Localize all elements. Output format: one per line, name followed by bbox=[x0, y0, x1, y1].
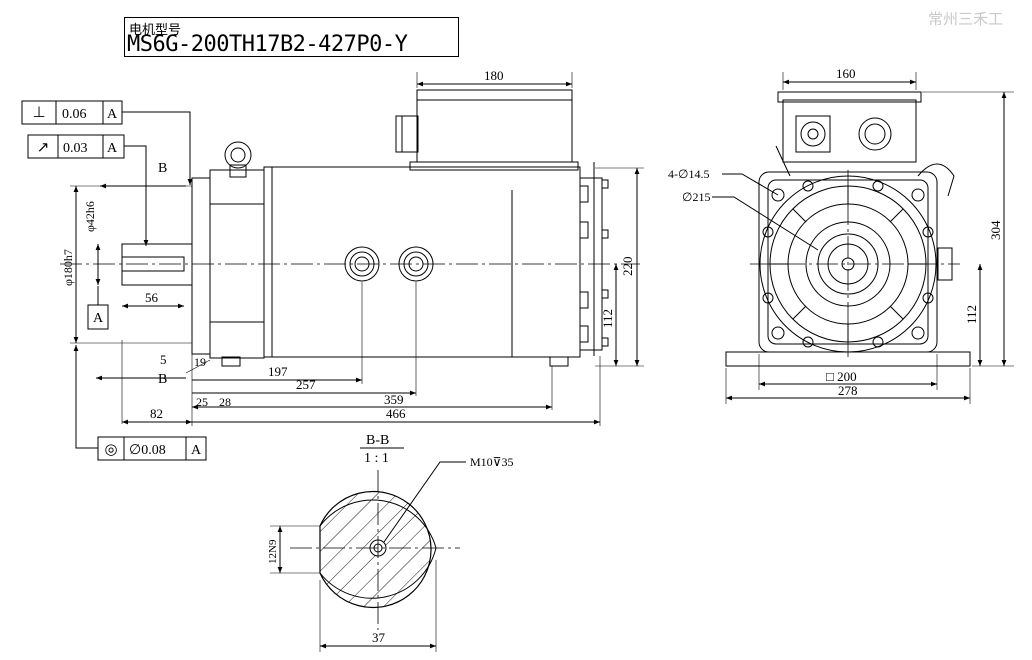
dim-359-label: 359 bbox=[384, 392, 404, 407]
tolerance-frame-perpendicularity: ⊥ 0.06 A bbox=[21, 100, 193, 185]
thread-label: M10⊽35 bbox=[470, 455, 513, 469]
tolerance-frame-concentricity: ◎ ∅0.08 A bbox=[73, 345, 207, 461]
terminal-box-width-label: 180 bbox=[484, 68, 504, 83]
runout-value: 0.03 bbox=[63, 141, 88, 156]
runout-datum: A bbox=[107, 141, 118, 156]
concentricity-symbol: ◎ bbox=[104, 442, 117, 458]
section-mark-top: B bbox=[158, 161, 167, 176]
flange-thk-label: 19 bbox=[194, 355, 206, 369]
front-center-112-label: 112 bbox=[964, 305, 979, 324]
datum-a-label: A bbox=[93, 311, 104, 326]
holes-label: 4-∅14.5 bbox=[668, 167, 709, 181]
key-width-label: 12N9 bbox=[267, 539, 279, 564]
model-number: MS6G-200TH17B2-427P0-Y bbox=[127, 32, 408, 57]
spigot-dia-label: φ180h7 bbox=[61, 249, 75, 286]
section-view: B-B 1 : 1 12N9 M10⊽35 37 bbox=[267, 433, 513, 652]
perpendicularity-symbol: ⊥ bbox=[32, 105, 45, 121]
watermark-text: 常州三禾工 bbox=[928, 10, 1004, 28]
dim-466-label: 466 bbox=[386, 406, 406, 421]
pcd-label: ∅215 bbox=[682, 190, 710, 204]
dim-197-label: 197 bbox=[268, 364, 288, 379]
base-width-label: 278 bbox=[838, 383, 858, 398]
section-scale: 1 : 1 bbox=[364, 451, 389, 466]
keyway-length-label: 56 bbox=[145, 290, 159, 305]
dim-82-label: 82 bbox=[150, 406, 163, 421]
section-diameter-label: 37 bbox=[372, 630, 386, 645]
height-220-label: 220 bbox=[620, 257, 635, 277]
box-width-label: 160 bbox=[836, 66, 856, 81]
base-square-label: □ 200 bbox=[826, 369, 857, 384]
side-view: ⊥ 0.06 A ↗ 0.03 A B bbox=[21, 68, 644, 461]
model-title-box: 电机型号 MS6G-200TH17B2-427P0-Y bbox=[124, 17, 459, 57]
shaft-step-label: 5 bbox=[160, 352, 167, 367]
runout-symbol: ↗ bbox=[37, 140, 50, 156]
shaft-dia-label: φ42h6 bbox=[83, 201, 97, 232]
height-304-label: 304 bbox=[988, 220, 1003, 240]
concentricity-datum: A bbox=[191, 443, 202, 458]
dim-257-label: 257 bbox=[296, 377, 316, 392]
front-view: 160 4-∅14.5 ∅215 304 112 □ 200 278 bbox=[668, 66, 1014, 404]
tolerance-frame-runout: ↗ 0.03 A bbox=[27, 134, 149, 246]
model-label: 电机型号 bbox=[129, 23, 182, 38]
center-112-label: 112 bbox=[600, 309, 615, 328]
concentricity-value: ∅0.08 bbox=[129, 443, 166, 458]
section-mark-bottom: B bbox=[158, 372, 167, 387]
perpendicularity-value: 0.06 bbox=[62, 107, 87, 122]
perpendicularity-datum: A bbox=[107, 107, 118, 122]
section-title: B-B bbox=[366, 433, 389, 448]
